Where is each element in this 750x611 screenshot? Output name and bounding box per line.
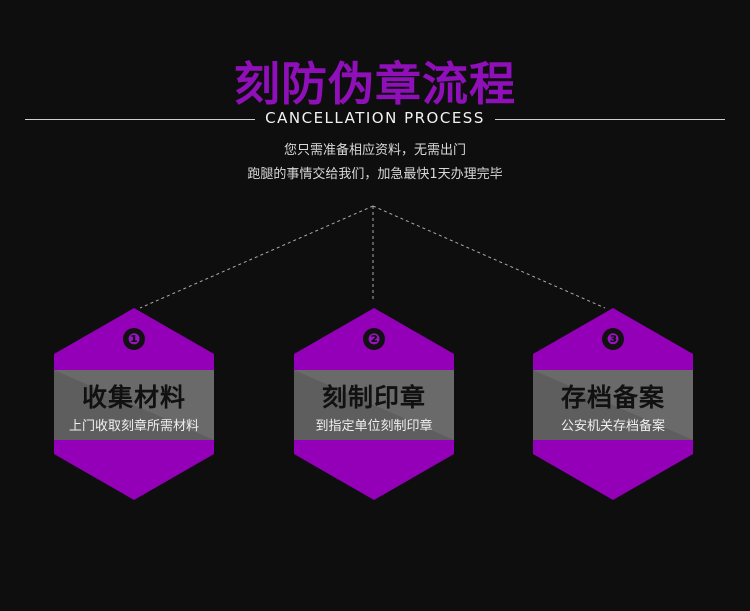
step-collect-materials: ❶ 收集材料 上门收取刻章所需材料	[54, 308, 214, 500]
page-title: 刻防伪章流程	[234, 57, 516, 111]
subtitle-row: CANCELLATION PROCESS	[25, 108, 725, 130]
step-description: 公安机关存档备案	[560, 419, 665, 434]
step-title: 收集材料	[81, 383, 186, 412]
hexagon-shape	[54, 308, 214, 500]
step-title: 刻制印章	[321, 383, 426, 412]
connector-line-left	[139, 205, 374, 309]
step-archive-filing: ❸ 存档备案 公安机关存档备案	[533, 308, 693, 500]
description-line-1: 您只需准备相应资料，无需出门	[283, 143, 466, 158]
subtitle-divider-left	[25, 119, 255, 120]
step-number-badge: ❸	[602, 328, 624, 350]
step-description: 上门收取刻章所需材料	[68, 419, 199, 434]
subtitle-divider-right	[495, 119, 725, 120]
description-line-2: 跑腿的事情交给我们，加急最快1天办理完毕	[247, 167, 503, 182]
step-number-badge: ❷	[363, 328, 385, 350]
hexagon-shape	[533, 308, 693, 500]
step-number-badge: ❶	[123, 328, 145, 350]
step-description: 到指定单位刻制印章	[315, 419, 433, 434]
step-title: 存档备案	[560, 383, 665, 412]
hexagon-shape	[294, 308, 454, 500]
step-engrave-seal: ❷ 刻制印章 到指定单位刻制印章	[294, 308, 454, 500]
subtitle: CANCELLATION PROCESS	[265, 109, 485, 127]
connector-line-right	[372, 205, 606, 309]
